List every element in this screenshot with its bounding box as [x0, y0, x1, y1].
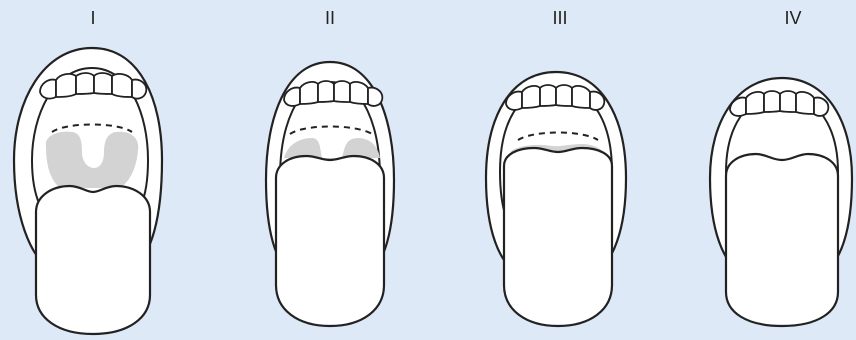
tongue	[276, 156, 384, 326]
mouth-class-2	[266, 62, 394, 326]
tongue	[504, 148, 612, 326]
mouth-class-3	[486, 72, 626, 326]
mouth-class-1	[14, 48, 162, 334]
tongue	[36, 186, 150, 334]
tongue	[726, 154, 838, 326]
mouth-class-4	[710, 78, 852, 326]
